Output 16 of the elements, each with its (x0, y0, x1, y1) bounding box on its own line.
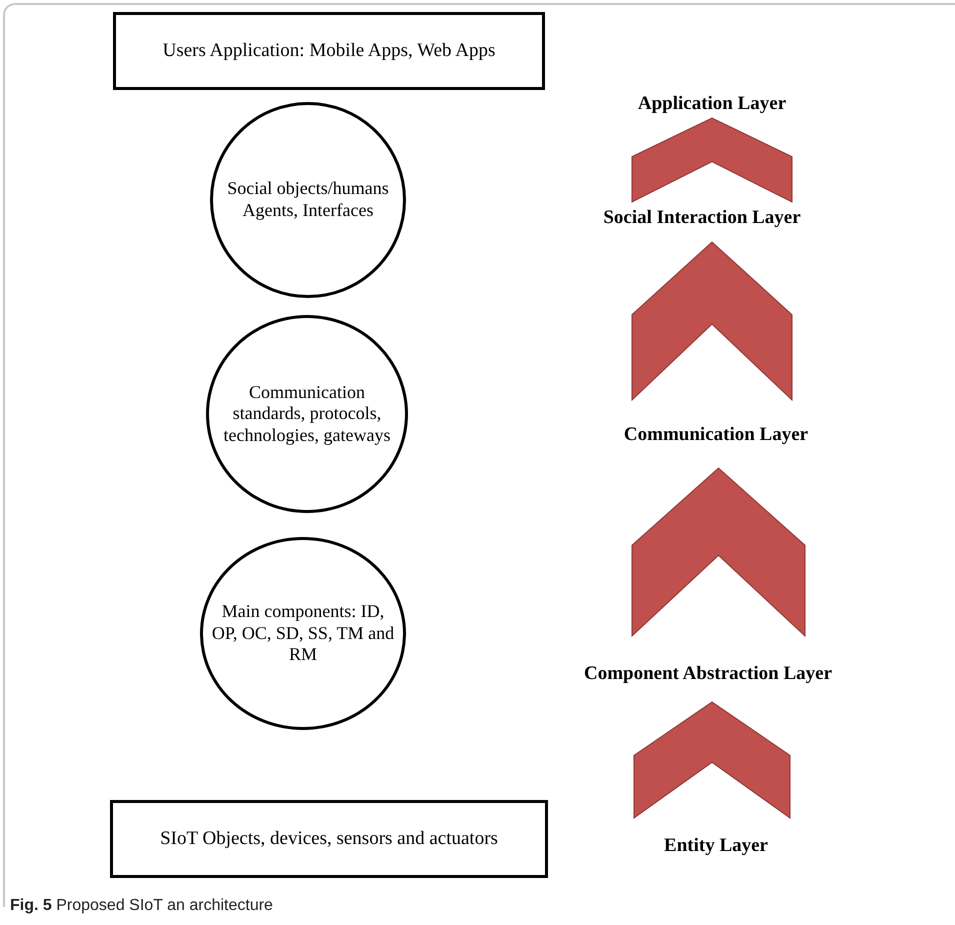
layer-circle (200, 537, 406, 730)
layer-label: Social Interaction Layer (603, 207, 801, 229)
node-text: Communication standards, protocols, technologies, gateways (222, 382, 392, 446)
layer-label: Entity Layer (664, 835, 768, 857)
layer-box (110, 800, 548, 878)
node-text: Users Application: Mobile Apps, Web Apps (162, 40, 496, 62)
layer-label: Component Abstraction Layer (584, 663, 832, 685)
layer-label: Application Layer (638, 93, 786, 115)
node-text: Social objects/humans Agents, Interfaces (226, 178, 390, 222)
layer-circle (206, 315, 408, 513)
layer-circle (210, 102, 406, 298)
figure-caption: Fig. 5 Proposed SIoT an architecture (10, 897, 273, 915)
node-text: Main components: ID, OP, OC, SD, SS, TM and RM (211, 601, 395, 666)
layer-box (113, 12, 545, 90)
layer-label: Communication Layer (624, 424, 808, 446)
node-text: SIoT Objects, devices, sensors and actuators (160, 828, 498, 850)
